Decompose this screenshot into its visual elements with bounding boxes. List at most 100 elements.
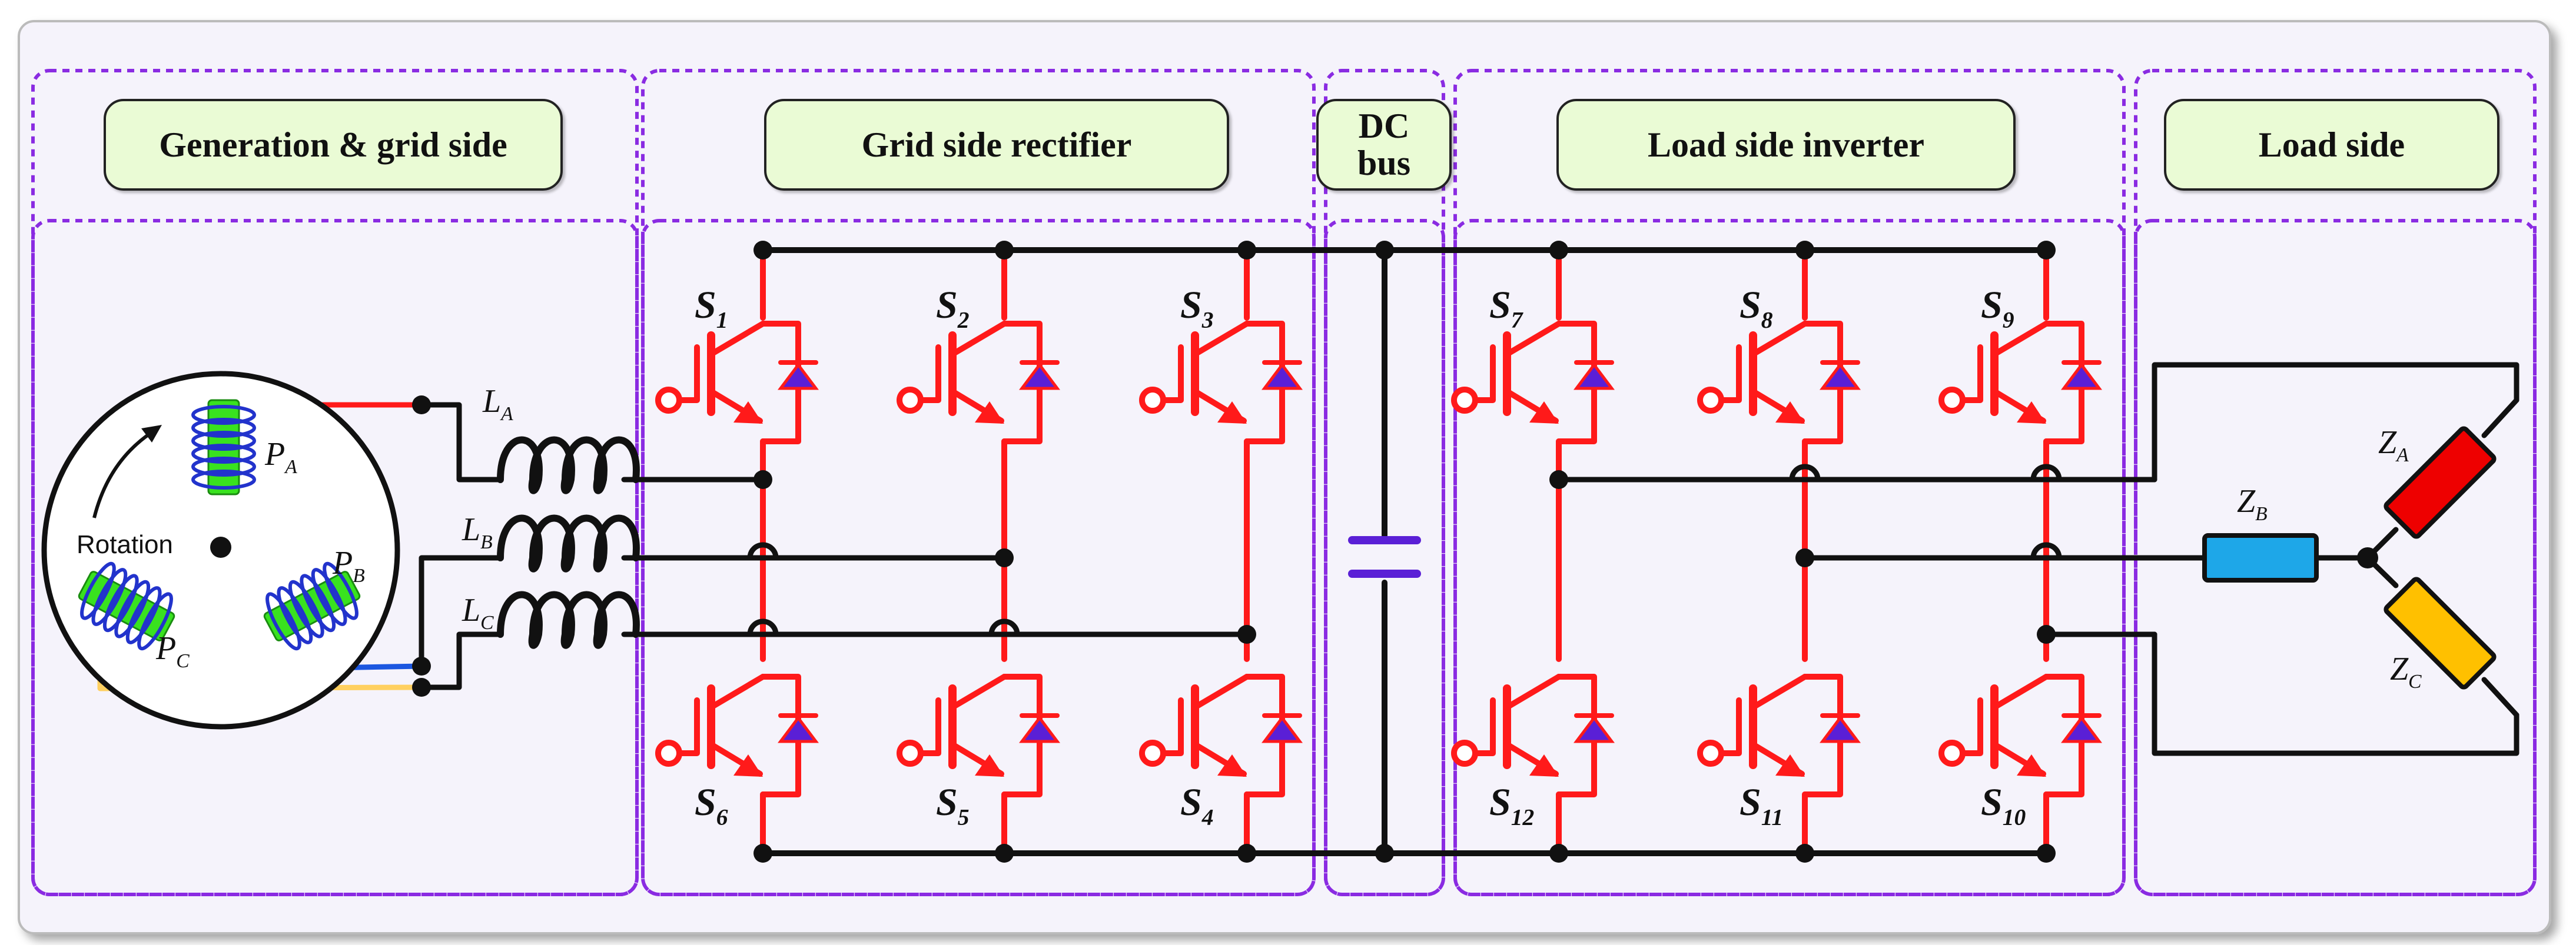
emitter-arrow [1529,401,1559,424]
junction-dot [1795,241,1814,260]
label-phase-c-sub: C [176,650,190,672]
gate-terminal [1938,740,1966,767]
label-impedance-c: ZC [2390,651,2422,693]
section-box [31,69,639,896]
gate-lead [918,344,941,403]
label-switch-inv-bottom-sub: 11 [1761,804,1783,830]
wire [2481,677,2519,718]
label-switch-inv-bottom-base: S [1489,781,1511,824]
label-switch-inv-bottom-sub: 10 [2003,804,2026,830]
diode-triangle [2061,362,2102,390]
gate-lead [676,697,700,756]
junction-dot [1795,844,1814,863]
label-switch-rect-top-base: S [695,284,716,327]
label-switch-inv-top-base: S [1489,284,1511,327]
impedance-c [2384,577,2497,690]
label-inductor-b-sub: B [480,531,493,553]
coil-turn [102,574,139,633]
junction-dot [1549,844,1568,863]
coil-turn [125,586,162,644]
label-switch-rect-top-base: S [936,284,958,327]
inverter-igbt-bottom [1451,674,1615,797]
wire [419,555,503,669]
label-inductor-c: LC [462,592,494,634]
label-switch-inv-top-sub: 9 [2003,307,2014,333]
collector-lead [1192,674,1250,710]
diode-triangle [1820,715,1861,743]
inverter-igbt-bottom [1938,674,2102,797]
inductor-coil [497,436,640,494]
section-header-inverter: Load side inverter [1556,99,2016,191]
gate-lead [1960,697,1983,756]
inductor-coil [497,514,640,573]
diode-triangle [1019,715,1060,743]
section-header-generation: Generation & grid side [104,99,563,191]
label-switch-inv-bottom-sub: 12 [1511,804,1535,830]
junction-dot [753,844,772,863]
wire-crossover [2030,464,2062,480]
label-inductor-c-sub: C [480,612,494,634]
section-inner-box [641,219,1316,896]
label-switch-rect-bottom: S5 [936,781,970,830]
label-switch-inv-bottom: S12 [1489,781,1534,830]
label-switch-rect-bottom-base: S [695,781,716,824]
rectifier-igbt-bottom [1139,674,1303,797]
diode-triangle [2061,715,2102,743]
label-impedance-c-base: Z [2390,651,2409,687]
label-switch-inv-bottom-base: S [1740,781,1761,824]
emitter-arrow [2017,754,2046,777]
label-inductor-b-base: L [462,511,480,548]
collector-lead [1192,321,1250,357]
diode-triangle [1574,715,1615,743]
label-phase-c-base: P [155,630,176,667]
wire-crossover [2030,542,2062,558]
coil-turn [191,405,256,425]
gate-terminal [1697,740,1724,767]
impedance-b [2202,533,2319,583]
gate-lead [1472,697,1496,756]
junction-dot [995,241,1014,260]
coil-phase-c [78,561,175,651]
junction-dot [1549,470,1568,489]
diode-triangle [1820,362,1861,390]
label-switch-rect-top-sub: 2 [957,307,970,333]
emitter-arrow [2017,401,2046,424]
label-switch-rect-bottom-sub: 5 [958,804,970,830]
gate-terminal [1451,387,1478,414]
coil-phase-a [191,399,256,495]
label-inductor-b: LB [462,511,493,553]
junction-dot [1549,241,1568,260]
rotation-arrowhead [141,425,162,443]
label-impedance-b-base: Z [2237,483,2256,520]
section-box [2134,69,2537,896]
label-switch-inv-top-base: S [1740,284,1761,327]
diode-triangle [778,715,819,743]
label-phase-b: PB [332,545,365,587]
label-switch-rect-top: S1 [695,284,728,333]
coil-turn [277,586,313,644]
label-switch-rect-bottom-base: S [1180,781,1202,824]
rotation-label: Rotation [77,530,173,559]
section-header-rectifier: Grid side rectifier [764,99,1229,191]
label-switch-rect-top: S3 [1180,284,1214,333]
label-phase-c: PC [155,630,190,672]
label-switch-rect-top-sub: 1 [716,307,728,333]
collector-lead [1750,674,1808,710]
junction-dot [753,241,772,260]
gate-terminal [1139,740,1166,767]
gate-terminal [1697,387,1724,414]
rectifier-igbt-bottom [897,674,1060,797]
label-impedance-a: ZA [2378,424,2409,466]
diode-triangle [1262,362,1303,390]
label-impedance-b-sub: B [2255,503,2268,525]
rotation-arrow [92,428,157,518]
coil-turn [191,418,256,438]
emitter-arrow [1775,754,1805,777]
emitter-arrow [1529,754,1559,777]
diode-triangle [1262,715,1303,743]
junction-dot [1375,241,1394,260]
inductor-b [497,514,640,573]
section-box [1453,69,2126,896]
